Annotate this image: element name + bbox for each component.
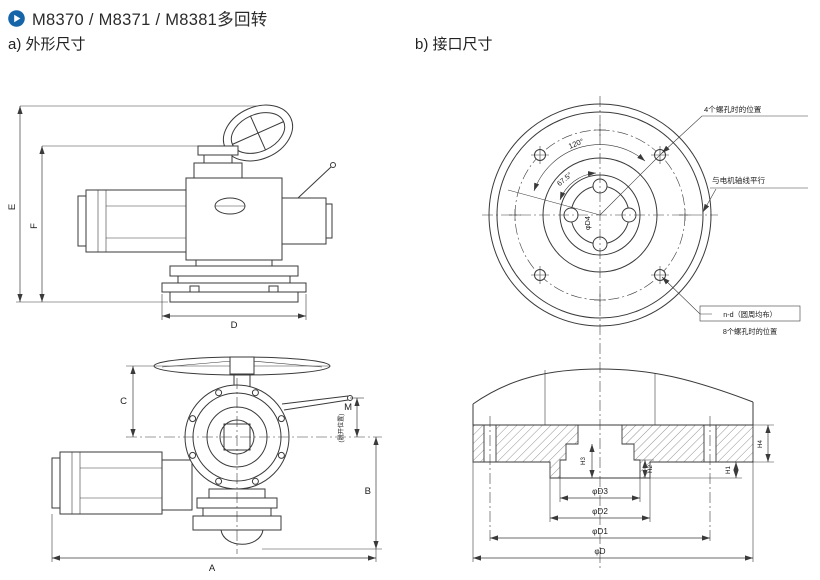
dim-b-label: B — [365, 486, 371, 497]
dim-h2-label: H2 — [647, 464, 654, 472]
flange-section-view: H4 H1 H3 H2 φD3 φD2 φD1 — [472, 368, 774, 562]
header: M8370 / M8371 / M8381多回转 — [8, 6, 268, 30]
dia-d4-label: φD4 — [583, 216, 592, 230]
dia-d-label: φD — [594, 547, 605, 556]
dim-a-label: A — [209, 563, 216, 574]
dim-m-note: (脱开位置) — [337, 414, 345, 443]
dia-d3-label: φD3 — [592, 487, 608, 496]
actuator-front-view: C M (脱开位置) B A — [51, 356, 382, 574]
dim-m-label: M — [344, 402, 352, 413]
dim-c-label: C — [120, 396, 127, 407]
play-circle-icon — [8, 9, 25, 27]
dim-f-label: F — [29, 223, 40, 229]
note-parallel: 与电机轴线平行 — [712, 175, 766, 185]
page-title: M8370 / M8371 / M8381多回转 — [32, 11, 268, 29]
note-8holes: 8个螺孔时的位置 — [723, 327, 777, 336]
dim-h4-label: H4 — [757, 439, 764, 447]
section-a-label: a) 外形尺寸 — [8, 36, 86, 53]
actuator-side-view: E F D — [7, 104, 336, 331]
dia-d2-label: φD2 — [592, 507, 608, 516]
note-4holes: 4个螺孔时的位置 — [704, 104, 762, 114]
dim-h3-label: H3 — [580, 456, 587, 464]
flange-face-view: 120° 67.5° φD4 4个螺孔时的位置 与电机轴线平行 n-d（圆周均布… — [482, 96, 808, 570]
dim-d-label: D — [231, 320, 238, 331]
dia-d1-label: φD1 — [592, 527, 608, 536]
note-nd: n-d（圆周均布） — [723, 310, 777, 319]
section-b-label: b) 接口尺寸 — [415, 36, 493, 53]
dim-h1-label: H1 — [725, 465, 732, 473]
dim-e-label: E — [7, 204, 18, 210]
